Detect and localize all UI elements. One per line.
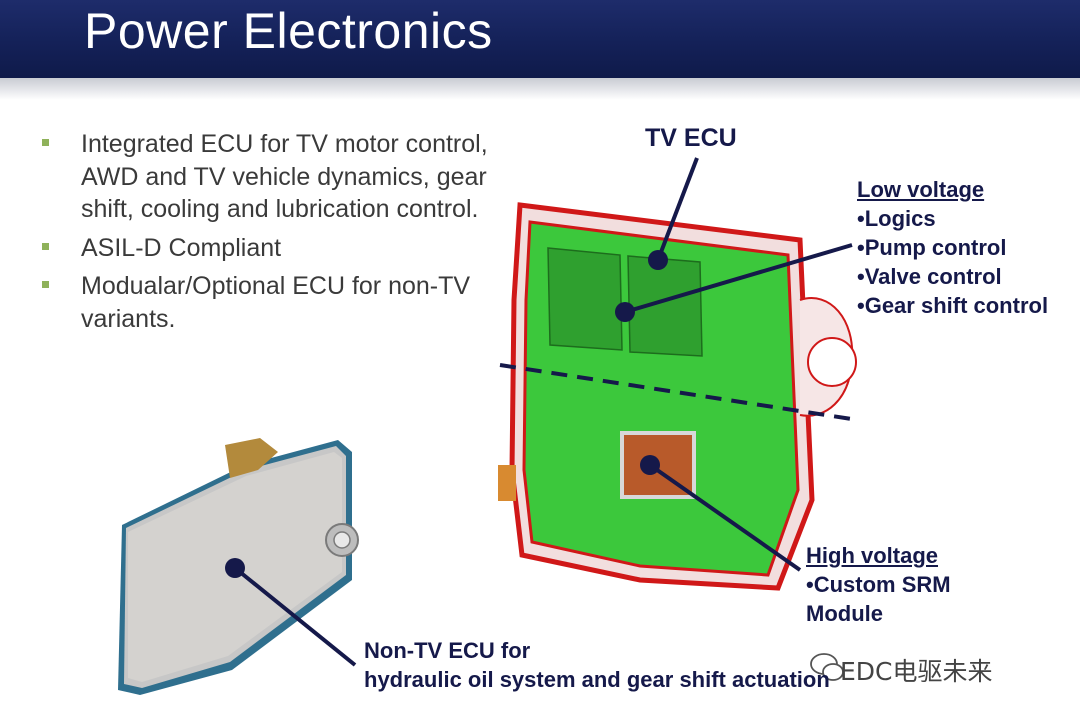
bullet-square-icon bbox=[42, 139, 49, 146]
title-bar-divider bbox=[0, 78, 1080, 100]
bullet-item: Modualar/Optional ECU for non-TV variant… bbox=[40, 270, 500, 335]
bullet-text: Modualar/Optional ECU for non-TV variant… bbox=[81, 272, 471, 333]
low-voltage-item: •Pump control bbox=[857, 235, 1007, 260]
high-voltage-callout: High voltage •Custom SRM Module bbox=[806, 541, 951, 628]
wechat-icon bbox=[810, 653, 844, 681]
non-tv-ecu-callout: Non-TV ECU for hydraulic oil system and … bbox=[364, 636, 830, 694]
bullet-item: Integrated ECU for TV motor control, AWD… bbox=[40, 128, 500, 226]
bullet-text: ASIL-D Compliant bbox=[81, 233, 282, 262]
high-voltage-item: Module bbox=[806, 601, 883, 626]
callout-lines bbox=[225, 157, 853, 667]
bullet-text: Integrated ECU for TV motor control, AWD… bbox=[81, 130, 488, 223]
low-voltage-item: •Valve control bbox=[857, 264, 1002, 289]
low-voltage-item: •Logics bbox=[857, 206, 936, 231]
non-tv-ecu-line: Non-TV ECU for bbox=[364, 638, 531, 663]
low-voltage-callout: Low voltage •Logics •Pump control •Valve… bbox=[857, 175, 1048, 320]
high-voltage-item: •Custom SRM bbox=[806, 572, 951, 597]
low-voltage-heading: Low voltage bbox=[857, 177, 985, 202]
tv-ecu-label: TV ECU bbox=[645, 124, 737, 152]
high-voltage-heading: High voltage bbox=[806, 543, 939, 568]
tv-ecu-image bbox=[498, 202, 859, 591]
bullet-list: Integrated ECU for TV motor control, AWD… bbox=[40, 128, 500, 341]
bullet-square-icon bbox=[42, 242, 49, 250]
low-voltage-item: •Gear shift control bbox=[857, 293, 1049, 318]
bullet-square-icon bbox=[42, 281, 49, 288]
non-tv-ecu-line: hydraulic oil system and gear shift actu… bbox=[364, 667, 830, 692]
page-title: Power Electronics bbox=[84, 3, 493, 59]
bullet-item: ASIL-D Compliant bbox=[40, 232, 500, 265]
title-bar: Power Electronics bbox=[0, 0, 1080, 78]
watermark-text: EDC电驱未来 bbox=[840, 657, 993, 686]
